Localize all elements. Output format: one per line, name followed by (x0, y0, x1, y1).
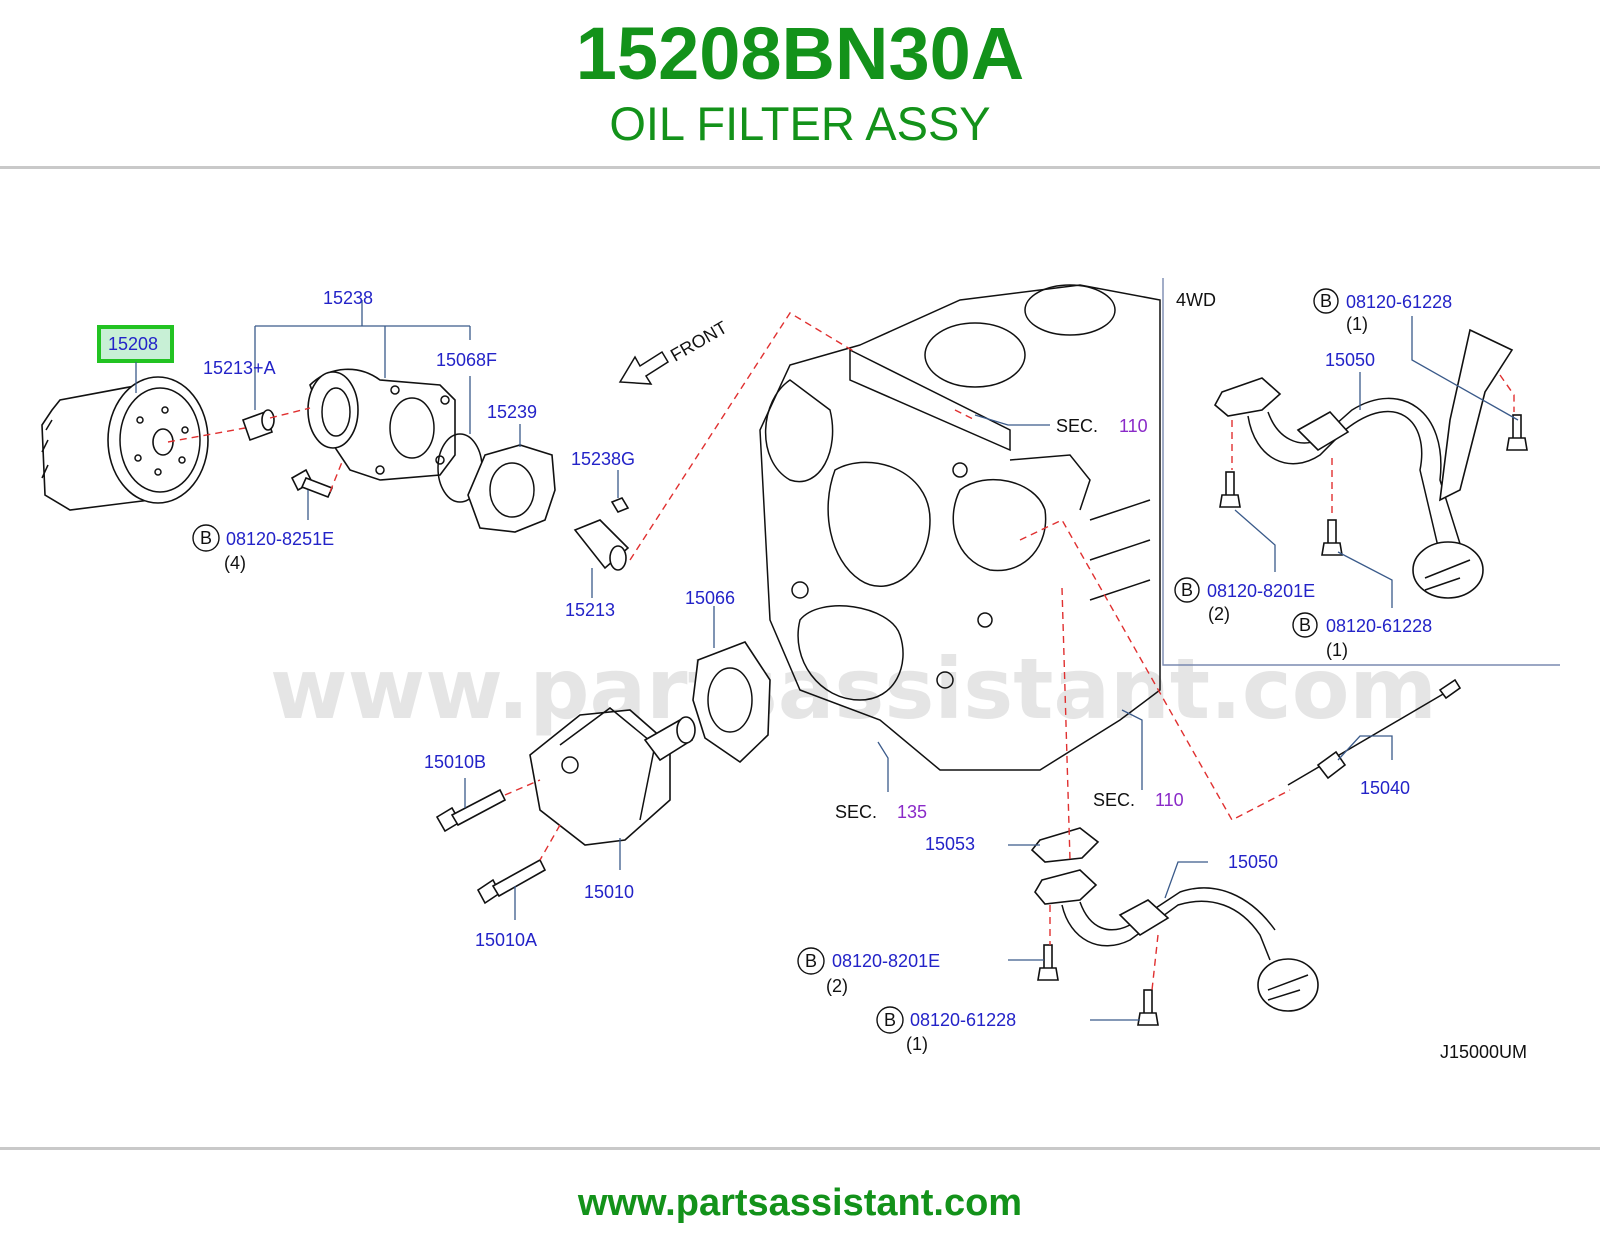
callout-15050-main[interactable]: 15050 (1228, 852, 1278, 872)
inset-oil-strainer[interactable] (1213, 328, 1514, 599)
inset-callout-08120-8201e[interactable]: 08120-8201E (1207, 581, 1315, 601)
footer-divider (0, 1147, 1600, 1150)
inset-bolt-top[interactable] (1506, 414, 1528, 451)
sensor-15213[interactable] (573, 519, 630, 571)
filter-housing-15238[interactable] (307, 368, 456, 481)
b-label-8201e-main: B (805, 951, 817, 971)
b-circle-61228-main (876, 1006, 904, 1034)
callout-08120-8201e-main[interactable]: 08120-8201E (832, 951, 940, 971)
callout-15208[interactable]: 15208 (108, 334, 158, 354)
oil-pump-15010[interactable] (529, 707, 696, 846)
callout-15213a[interactable]: 15213+A (203, 358, 276, 378)
inset-qty-61228-bottom: (1) (1326, 640, 1348, 660)
inset-qty-top: (1) (1346, 314, 1368, 334)
dipstick-15040[interactable] (1287, 678, 1462, 786)
oil-strainer-15050[interactable] (1034, 869, 1319, 1012)
leader-15040 (1337, 735, 1393, 761)
clip-15238g[interactable] (610, 497, 630, 513)
header-divider (0, 166, 1600, 169)
leader-sec-110-top (974, 414, 1050, 426)
sec-label-bottom: SEC. (1093, 790, 1135, 810)
callout-15068f[interactable]: 15068F (436, 350, 497, 370)
sec-label-135: SEC. (835, 802, 877, 822)
engine-block (759, 284, 1161, 771)
qty-61228-main: (1) (906, 1034, 928, 1054)
bolt-08120-8251e[interactable] (290, 468, 334, 499)
callout-08120-8251e[interactable]: 08120-8251E (226, 529, 334, 549)
oil-filter-15208[interactable] (41, 376, 209, 511)
inset-qty-8201e: (2) (1208, 604, 1230, 624)
page-header: 15208BN30A OIL FILTER ASSY (0, 0, 1600, 170)
sec-110-bottom[interactable]: 110 (1155, 790, 1184, 810)
bolt-15010b[interactable] (435, 788, 507, 833)
inset-callout-08120-61228-top[interactable]: 08120-61228 (1346, 292, 1452, 312)
gasket-15066[interactable] (692, 641, 771, 764)
qty-8201e-main: (2) (826, 976, 848, 996)
front-arrow: FRONT (618, 317, 731, 385)
bolt-15010a[interactable] (476, 858, 547, 905)
sec-110-top[interactable]: 110 (1119, 416, 1148, 436)
b-circle-8251e (192, 524, 220, 552)
b-label-inset-top: B (1320, 291, 1332, 311)
callout-15213[interactable]: 15213 (565, 600, 615, 620)
b-label-8251e: B (200, 528, 212, 548)
callout-15010a[interactable]: 15010A (475, 930, 537, 950)
callout-08120-61228-main[interactable]: 08120-61228 (910, 1010, 1016, 1030)
sec-label-top: SEC. (1056, 416, 1098, 436)
leader-15050-main (1164, 861, 1208, 899)
callout-15239[interactable]: 15239 (487, 402, 537, 422)
leader-15238 (254, 300, 471, 410)
b-label-61228-main: B (884, 1010, 896, 1030)
front-label: FRONT (667, 317, 731, 365)
sec-135[interactable]: 135 (897, 802, 927, 822)
part-name-subtitle: OIL FILTER ASSY (609, 97, 991, 150)
gasket-15053[interactable] (1030, 827, 1100, 863)
callout-15208-highlight[interactable] (97, 325, 174, 363)
callout-15238[interactable]: 15238 (323, 288, 373, 308)
callout-15010[interactable]: 15010 (584, 882, 634, 902)
qty-8251e: (4) (224, 553, 246, 573)
callout-15238g[interactable]: 15238G (571, 449, 635, 469)
watermark-text: www.partsassistant.com (270, 640, 1437, 738)
gasket-15239[interactable] (467, 444, 556, 533)
callout-15010b[interactable]: 15010B (424, 752, 486, 772)
b-circle-8201e-main (797, 947, 825, 975)
bolt-08120-61228-main[interactable] (1137, 989, 1159, 1026)
inset-callout-08120-61228-bottom[interactable]: 08120-61228 (1326, 616, 1432, 636)
part-number-title: 15208BN30A (575, 12, 1025, 95)
callout-15066[interactable]: 15066 (685, 588, 735, 608)
connector-15213a[interactable] (241, 409, 275, 442)
inset-bolt-61228-bottom[interactable] (1321, 519, 1343, 556)
b-label-inset-8201e: B (1181, 580, 1193, 600)
leader-sec-110-bottom (1121, 709, 1143, 790)
footer-url[interactable]: www.partsassistant.com (577, 1182, 1023, 1224)
inset-bolt-8201e[interactable] (1219, 471, 1241, 508)
inset-4wd-label: 4WD (1176, 290, 1216, 310)
callout-15053[interactable]: 15053 (925, 834, 975, 854)
bolt-08120-8201e-main[interactable] (1037, 944, 1059, 981)
diagram-code: J15000UM (1440, 1042, 1527, 1062)
inset-callout-15050[interactable]: 15050 (1325, 350, 1375, 370)
b-label-inset-61228-bottom: B (1299, 615, 1311, 635)
inset-4wd: 4WD B 08120-61228 (1) 15050 (1162, 278, 1560, 666)
leader-sec-135 (877, 741, 889, 792)
callout-15040[interactable]: 15040 (1360, 778, 1410, 798)
